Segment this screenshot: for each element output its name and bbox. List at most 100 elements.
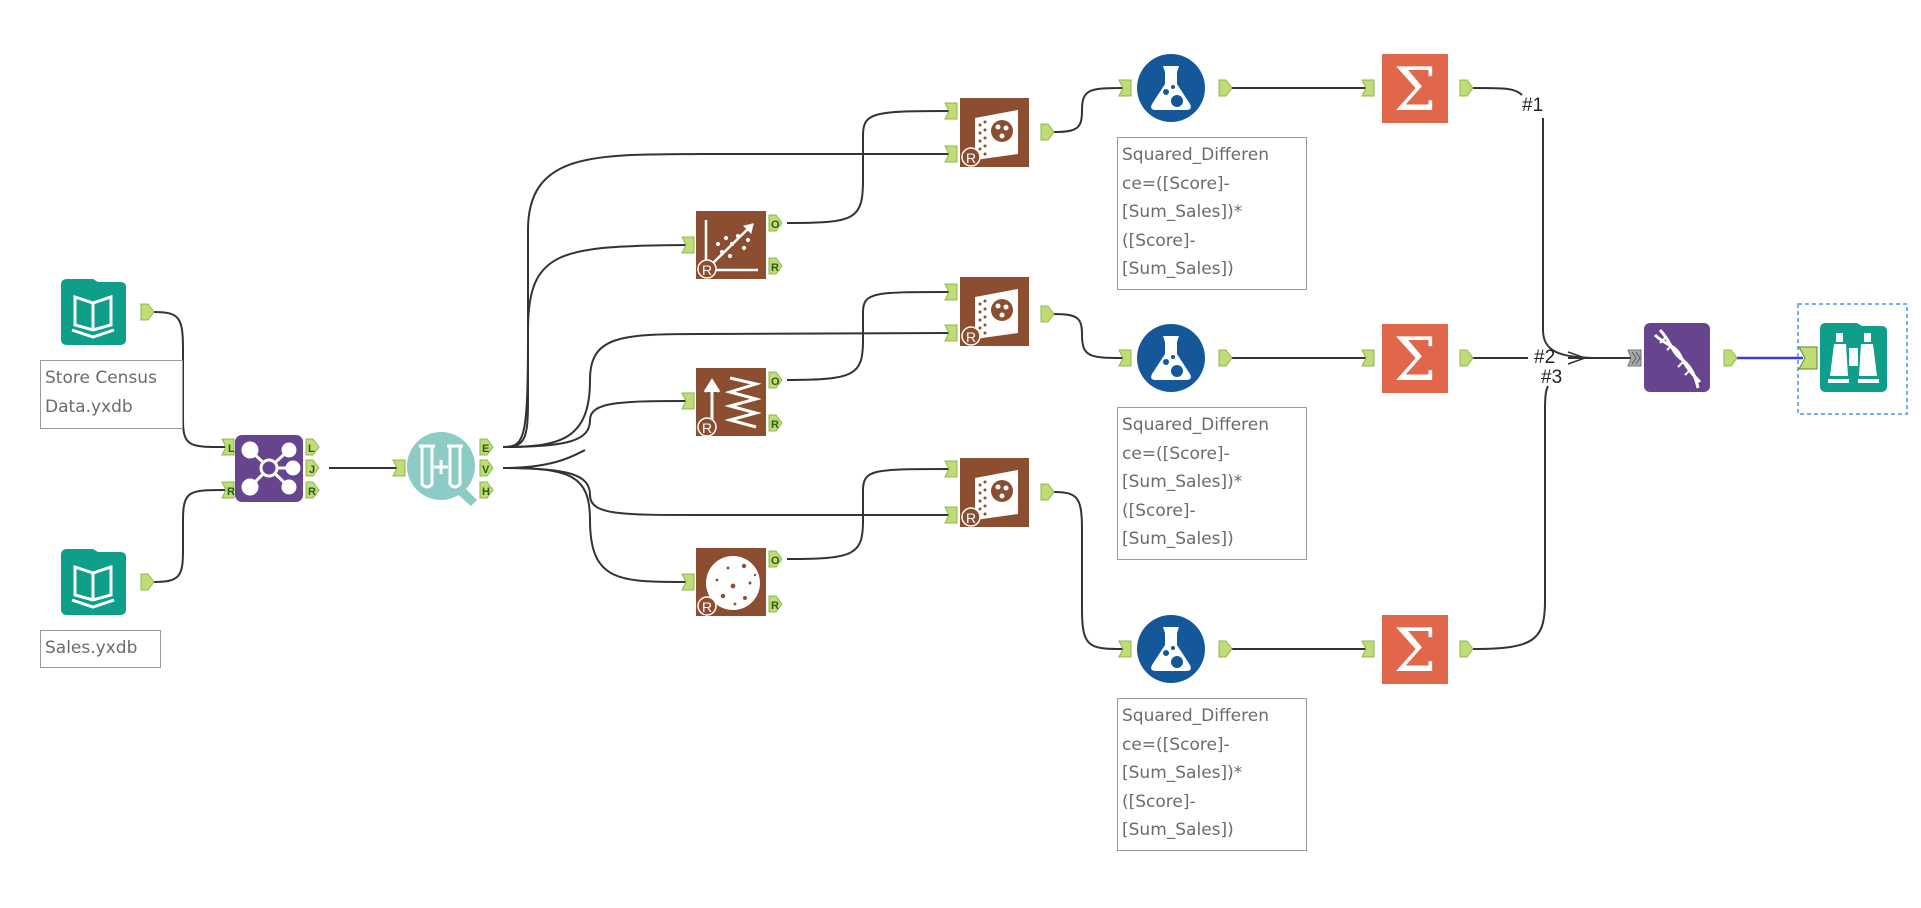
formula2-output-anchor[interactable]: [1218, 349, 1233, 367]
connection-e-model1[interactable]: [502, 244, 687, 448]
connection-model1-score1[interactable]: [786, 110, 950, 224]
boosted-spring-icon: [703, 376, 762, 429]
svg-text:R: R: [702, 420, 712, 436]
boosted-model-tool[interactable]: R: [696, 368, 766, 437]
model2-o-output-anchor[interactable]: O: [768, 371, 783, 389]
connection-input1-join[interactable]: [153, 311, 226, 448]
connection-label-2: #2: [1534, 347, 1555, 368]
book-icon: [71, 294, 115, 339]
binoculars-icon: [1828, 333, 1879, 383]
summarize1-output-anchor[interactable]: [1459, 79, 1474, 97]
connection-score3-formula3[interactable]: [1053, 491, 1124, 650]
join-tool[interactable]: [235, 435, 303, 502]
formula3-annotation: Squared_Differen ce=([Score]- [Sum_Sales…: [1117, 698, 1307, 851]
svg-text:L: L: [228, 443, 235, 455]
linear-regression-tool[interactable]: R: [696, 211, 766, 279]
r-badge-icon: R: [697, 596, 717, 616]
svg-text:J: J: [309, 464, 315, 476]
join-right-input-anchor[interactable]: R: [221, 481, 235, 499]
browse-tool[interactable]: [1820, 323, 1887, 392]
formula1-output-anchor[interactable]: [1218, 79, 1233, 97]
samples-v-output-anchor[interactable]: V: [479, 459, 494, 477]
svg-text:R: R: [771, 419, 779, 431]
r-badge-icon: R: [697, 259, 717, 279]
union-tool[interactable]: [1644, 323, 1710, 392]
model3-o-output-anchor[interactable]: O: [768, 550, 783, 568]
connection-score2-formula2[interactable]: [1053, 313, 1124, 359]
svg-text:R: R: [702, 599, 712, 615]
score3-output-anchor[interactable]: [1040, 483, 1055, 501]
r-badge-icon: R: [697, 417, 717, 437]
score1-output-anchor[interactable]: [1040, 123, 1055, 141]
arrow-icon: [1567, 351, 1588, 365]
join-r-output-anchor[interactable]: R: [305, 481, 320, 499]
connection-e-score1[interactable]: [502, 153, 949, 448]
join-j-output-anchor[interactable]: J: [305, 459, 320, 477]
svg-text:R: R: [227, 486, 235, 498]
score2-output-anchor[interactable]: [1040, 305, 1055, 323]
connection-e-model2[interactable]: [502, 400, 687, 448]
formula2-annotation: Squared_Differen ce=([Score]- [Sum_Sales…: [1117, 407, 1307, 560]
input-tool-1[interactable]: [61, 279, 126, 345]
connection-v-extra[interactable]: [502, 449, 586, 469]
samples-e-output-anchor[interactable]: E: [479, 438, 494, 456]
svg-text:L: L: [308, 443, 315, 455]
summarize-tool-2[interactable]: [1382, 324, 1448, 395]
join-l-output-anchor[interactable]: L: [305, 438, 320, 456]
samples-h-output-anchor[interactable]: H: [479, 481, 494, 499]
input-tool-2[interactable]: [61, 549, 126, 615]
formula-tool-1[interactable]: [1137, 54, 1205, 122]
input1-output-anchor[interactable]: [140, 303, 155, 321]
summarize-tool-1[interactable]: Σ: [1382, 54, 1448, 125]
union-multi-input-anchor[interactable]: [1627, 349, 1642, 367]
svg-text:H: H: [482, 486, 490, 498]
svg-text:O: O: [771, 555, 780, 567]
summarize2-output-anchor[interactable]: [1459, 349, 1474, 367]
dna-icon: [1653, 328, 1702, 389]
connection-model3-score3[interactable]: [786, 468, 950, 560]
browse-input-anchor[interactable]: [1798, 346, 1818, 370]
summarize3-output-anchor[interactable]: [1459, 640, 1474, 658]
summarize-tool-3[interactable]: [1382, 615, 1448, 686]
score-tool-2[interactable]: [959, 276, 1030, 347]
model1-o-output-anchor[interactable]: O: [768, 214, 783, 232]
book-icon: [71, 564, 115, 609]
connection-v-score3[interactable]: [502, 467, 949, 516]
input2-output-anchor[interactable]: [140, 573, 155, 591]
forest-dots-icon: [706, 556, 760, 610]
join-network-icon: [241, 441, 301, 496]
union-output-anchor[interactable]: [1723, 349, 1738, 367]
model2-r-output-anchor[interactable]: R: [768, 414, 783, 432]
forest-model-tool[interactable]: R: [696, 548, 766, 616]
svg-text:R: R: [771, 262, 779, 274]
score-tool-3[interactable]: [959, 457, 1030, 528]
connection-label-1: #1: [1522, 95, 1543, 116]
test-tubes-icon: [419, 444, 463, 489]
r-badge-icon: R: [961, 147, 981, 167]
join-left-input-anchor[interactable]: L: [221, 438, 235, 456]
connection-summarize1-union[interactable]: [1472, 87, 1632, 359]
svg-text:R: R: [771, 600, 779, 612]
input1-annotation: Store Census Data.yxdb: [40, 360, 183, 429]
connection-v-model3[interactable]: [502, 467, 687, 583]
svg-text:V: V: [482, 464, 490, 476]
formula-tool-2[interactable]: [1137, 324, 1205, 392]
input2-annotation: Sales.yxdb: [40, 630, 161, 668]
svg-text:O: O: [771, 219, 780, 231]
create-samples-tool[interactable]: [407, 432, 477, 506]
score-icon: [975, 110, 1018, 160]
score-tool-1[interactable]: R: [960, 98, 1029, 167]
connection-model2-score2[interactable]: [786, 291, 950, 381]
connection-summarize3-union[interactable]: [1472, 385, 1549, 650]
formula1-annotation: Squared_Differen ce=([Score]- [Sum_Sales…: [1117, 137, 1307, 290]
model3-r-output-anchor[interactable]: R: [768, 595, 783, 613]
formula3-output-anchor[interactable]: [1218, 640, 1233, 658]
connection-score1-formula1[interactable]: [1053, 87, 1124, 133]
formula-tool-3[interactable]: [1137, 615, 1205, 683]
svg-text:O: O: [771, 376, 780, 388]
connection-e-score2[interactable]: [502, 332, 950, 448]
connection-input2-join[interactable]: [153, 489, 226, 583]
sigma-icon: Σ: [1394, 55, 1436, 125]
model1-r-output-anchor[interactable]: R: [768, 257, 783, 275]
